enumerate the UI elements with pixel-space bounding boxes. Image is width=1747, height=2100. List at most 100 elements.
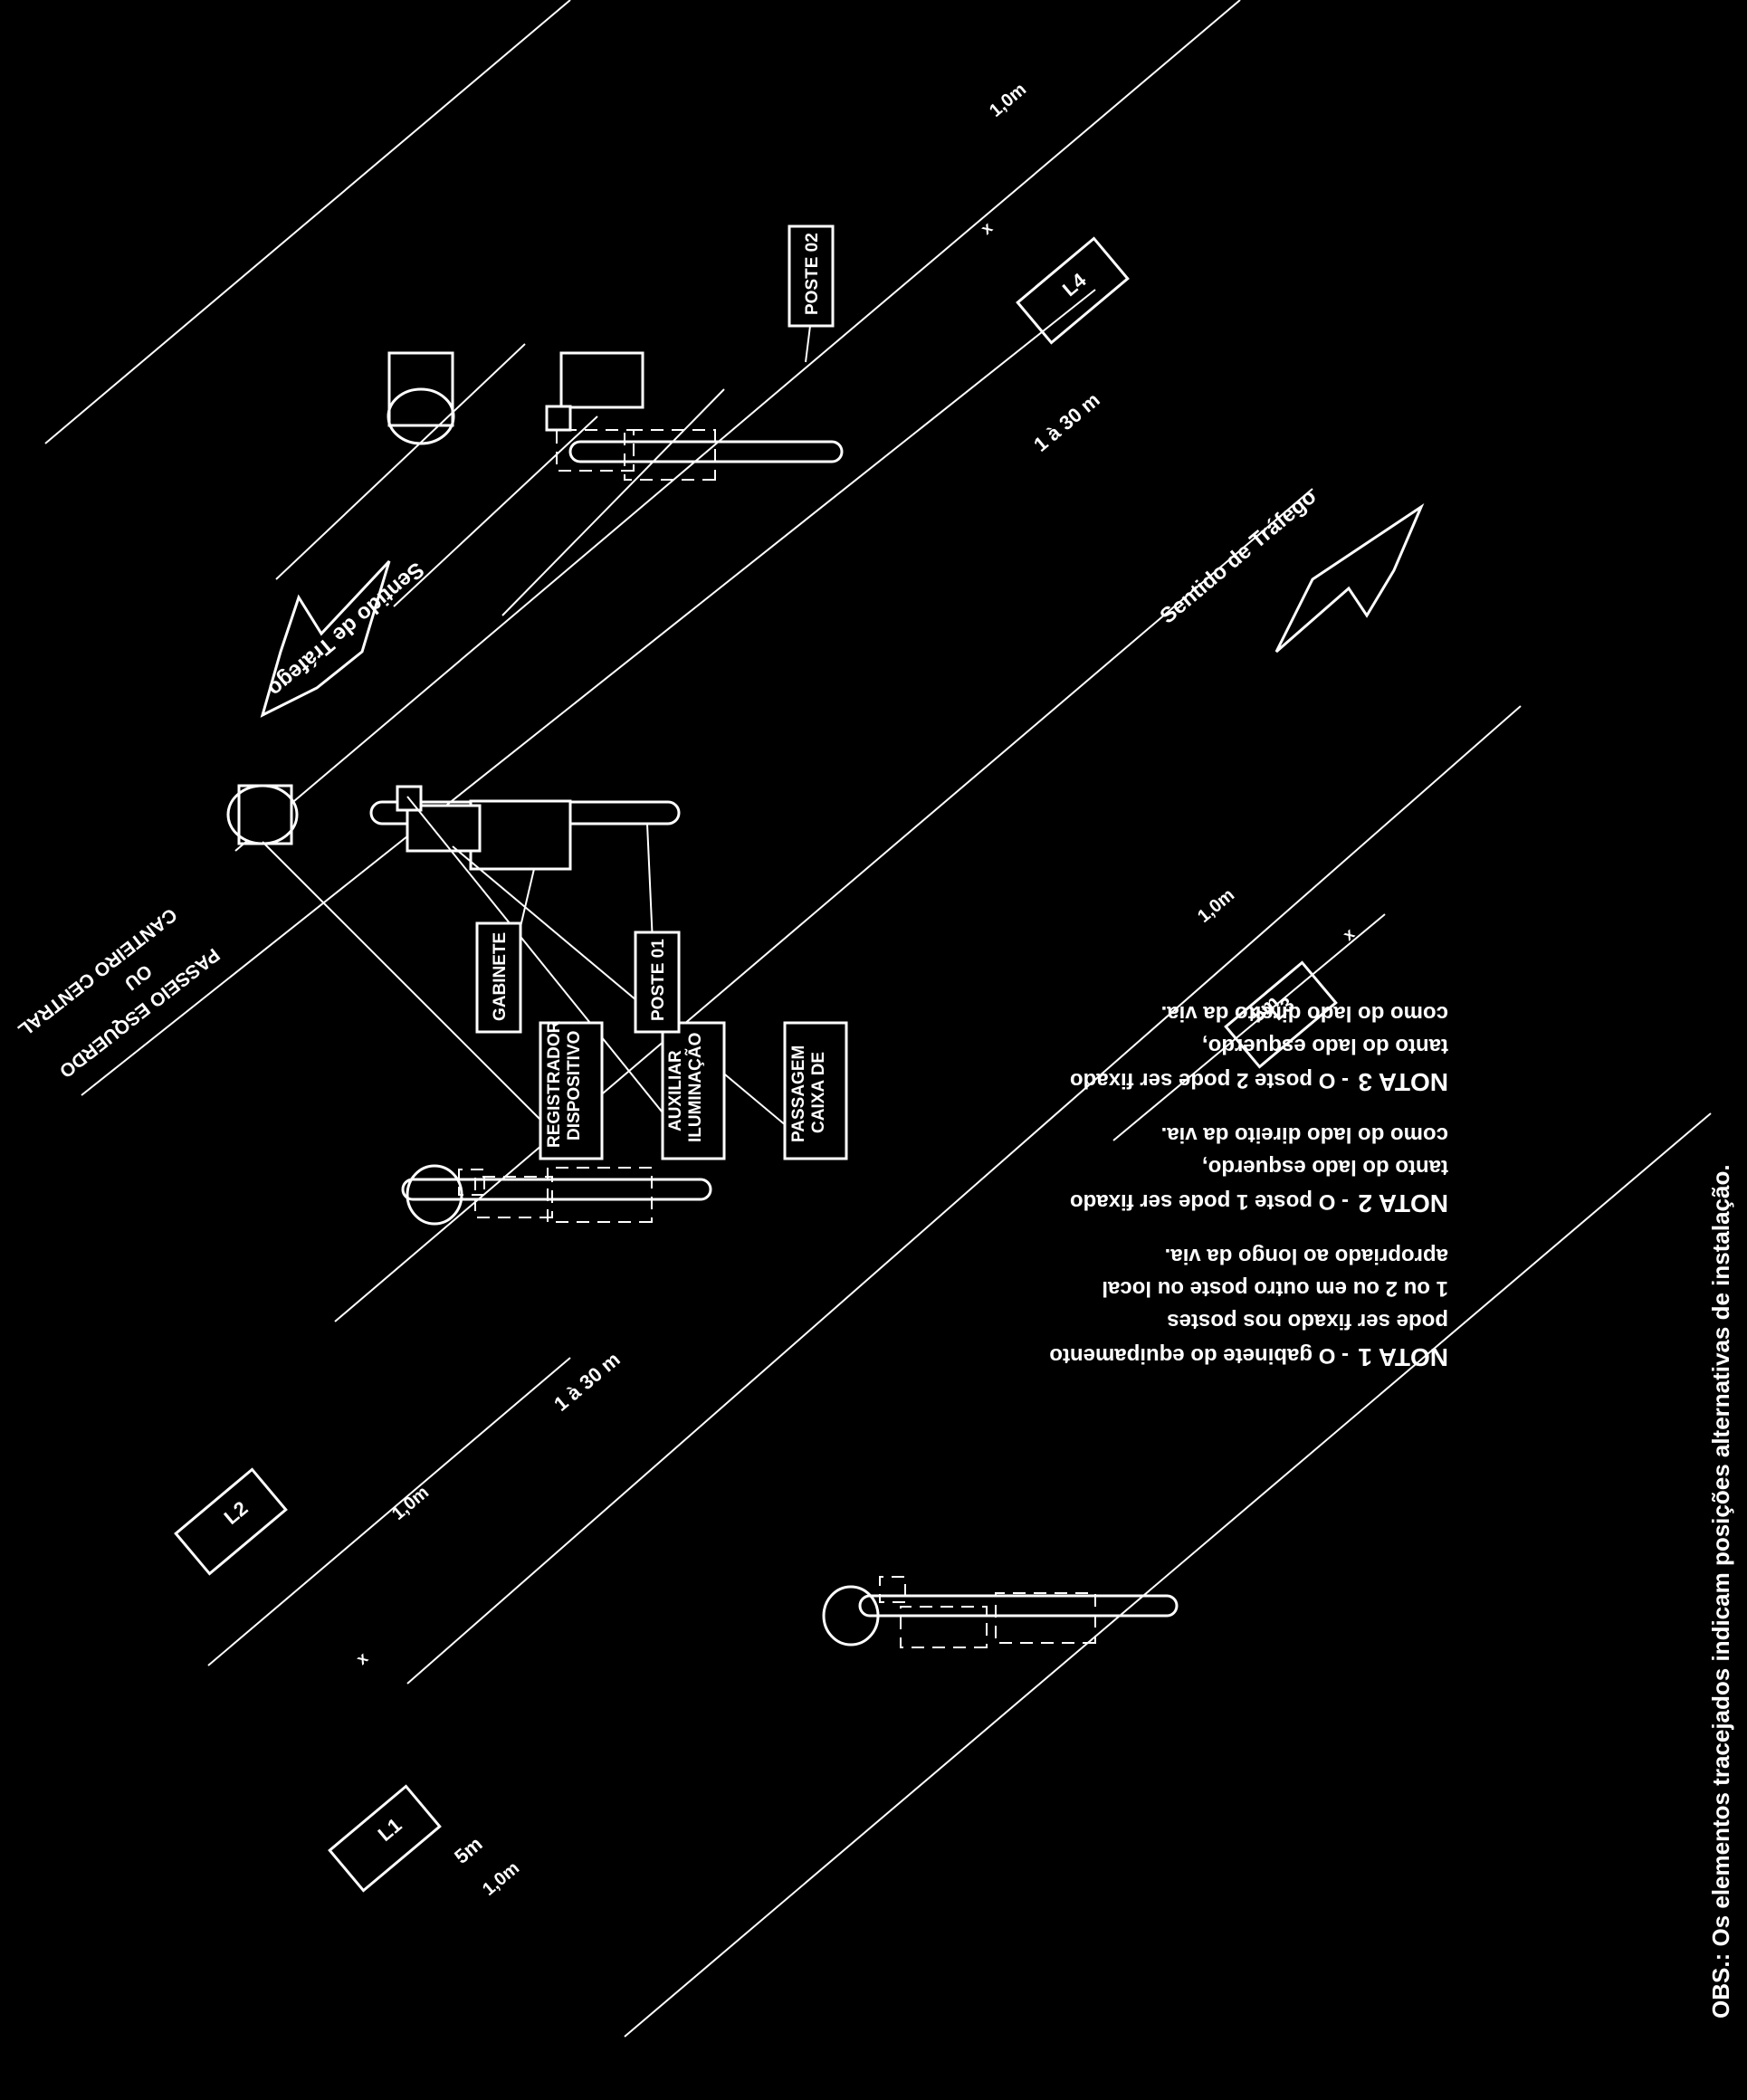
label-poste01-frame: [634, 931, 681, 1034]
sidewalk-line: [44, 0, 571, 444]
nota-3: NOTA 3 - O poste 2 pode ser fixado tanto…: [1070, 1001, 1448, 1096]
dimension-group-b: L1 L2 1 à 30 m 5m x 1,0m 1,0m: [174, 1348, 625, 1900]
obs-note: OBS.: Os elementos tracejados indicam po…: [1707, 1164, 1734, 2019]
nota-2-line3: como do lado direito da via.: [1161, 1122, 1448, 1147]
dim-range-line-b: [207, 1357, 571, 1666]
dim-x-label-b: x: [353, 1648, 372, 1668]
nota-2-line2: tanto do lado esquerdo,: [1202, 1155, 1448, 1179]
label-iluminacao-line2: AUXILIAR: [666, 1050, 685, 1131]
dim-x-label-a2: x: [978, 218, 997, 238]
label-gabinete: GABINETE: [475, 921, 522, 1034]
nota-1-line2: pode ser fixado nos postes: [1167, 1309, 1448, 1333]
post-upper-left-light-alt: [879, 1576, 906, 1603]
post-02-light: [545, 405, 572, 432]
nota-2: NOTA 2 - O poste 1 pode ser fixado tanto…: [1070, 1122, 1448, 1217]
post-02-assembly: [387, 351, 844, 481]
label-poste01-text: POSTE 01: [649, 939, 668, 1021]
label-gabinete-text: GABINETE: [491, 932, 510, 1021]
traffic-label-upper: Sentido de Tráfego: [1156, 484, 1322, 629]
dim-1m-label-a2: 1,0m: [986, 80, 1030, 121]
gabinete-box: [469, 799, 572, 871]
nota-1-line3: 1 ou 2 ou em outro poste ou local: [1102, 1276, 1448, 1301]
label-caixa-line1: CAIXA DE: [809, 1052, 828, 1133]
label-gabinete-frame: [475, 921, 522, 1034]
post-02-pole: [568, 440, 844, 463]
leader-iluminacao-2: [393, 415, 598, 607]
traffic-arrow-lower: Sentido de Tráfego: [260, 557, 428, 718]
post-lower-right-box-alt: [474, 1176, 553, 1218]
label-passeio: PASSEIO ESQUERDO OU CANTEIRO CENTRAL: [14, 903, 224, 1082]
nota-1-title: NOTA 1: [1358, 1343, 1448, 1371]
dim-range-label-a: 1 à 30 m: [1029, 388, 1104, 456]
dim-1m-label-a: 1,0m: [1194, 885, 1238, 927]
post-upper-left-box-alt: [900, 1606, 988, 1648]
leader-caixa-2: [501, 388, 725, 616]
label-poste02-text: POSTE 02: [803, 233, 822, 315]
loop-l3-rect: [1224, 960, 1338, 1069]
label-poste02: POSTE 02: [788, 224, 835, 328]
notes-block: NOTA 1 - O gabinete do equipamento pode …: [1049, 1001, 1448, 1371]
label-dispositivo-line1: DISPOSITIVO: [565, 1031, 584, 1141]
nota-3-line3: como do lado direito da via.: [1161, 1001, 1448, 1026]
traffic-arrow-upper-shape: [1274, 502, 1425, 654]
road-lane-line-3: [81, 289, 1096, 1096]
post-upper-left-cabinet-alt: [995, 1592, 1096, 1644]
dim-1m-label-b2: 1,0m: [479, 1858, 523, 1900]
leader-iluminacao: [406, 796, 693, 1150]
post-upper-left-pole: [858, 1594, 1179, 1618]
dim-5m-line-a: [1112, 913, 1386, 1141]
label-iluminacao: ILUMINAÇÃO AUXILIAR: [661, 1021, 726, 1160]
post-02-box-alt: [556, 429, 635, 472]
road-lane-line-1: [406, 705, 1522, 1685]
loop-l2-rect: [174, 1467, 288, 1576]
post-upper-left: [822, 1576, 1179, 1648]
label-caixa: CAIXA DE PASSAGEM: [783, 1021, 848, 1160]
label-caixa-line2: PASSAGEM: [789, 1045, 808, 1142]
road-lines: [44, 0, 1712, 2038]
leader-dispositivo-2: [275, 343, 526, 580]
post-lower-right-head: [406, 1164, 463, 1226]
label-poste01: POSTE 01: [634, 931, 681, 1034]
nota-3-line1: - O poste 2 pode ser fixado: [1070, 1068, 1349, 1093]
leader-caixa: [452, 845, 816, 1150]
loop-l1-label: L1: [374, 1813, 406, 1846]
label-iluminacao-frame: [661, 1021, 726, 1160]
nota-2-line1: - O poste 1 pode ser fixado: [1070, 1189, 1349, 1214]
dim-x-label-a: x: [1340, 924, 1359, 944]
post-lower-right-light-alt: [458, 1169, 485, 1196]
label-dispositivo-line2: REGISTRADOR: [545, 1020, 564, 1148]
traffic-arrow-lower-shape: [260, 559, 391, 718]
label-passeio-line2: OU: [120, 960, 156, 995]
nota-2-title: NOTA 2: [1358, 1189, 1448, 1217]
loop-l1-rect: [328, 1784, 442, 1893]
post-02-box-solid: [559, 351, 644, 409]
nota-3-title: NOTA 3: [1358, 1068, 1448, 1096]
label-dispositivo-frame: [539, 1021, 604, 1160]
post-02-cabinet-alt: [624, 429, 716, 481]
road-edge-right: [234, 0, 1241, 852]
leader-lines: [262, 289, 816, 1150]
label-passeio-line3: CANTEIRO CENTRAL: [14, 903, 180, 1040]
loop-l2-label: L2: [220, 1496, 253, 1529]
post-lower-right-pole: [401, 1178, 712, 1201]
label-poste02-frame: [788, 224, 835, 328]
label-caixa-frame: [783, 1021, 848, 1160]
post-lower-right-cabinet-alt: [547, 1167, 653, 1223]
nota-1-line4: apropriado ao longo da via.: [1165, 1244, 1448, 1268]
caixa-passagem-box: [406, 804, 482, 853]
label-dispositivo: DISPOSITIVO REGISTRADOR: [539, 1020, 604, 1160]
post-upper-left-head: [822, 1585, 880, 1647]
nota-1: NOTA 1 - O gabinete do equipamento pode …: [1049, 1244, 1448, 1371]
loop-l4-rect: [1016, 236, 1130, 345]
road-edge-left: [624, 1112, 1712, 2038]
dim-5m-label-b: 5m: [450, 1832, 486, 1868]
post-lower-right: [401, 1164, 712, 1226]
dim-range-label-b: 1 à 30 m: [549, 1348, 625, 1416]
label-iluminacao-line1: ILUMINAÇÃO: [685, 1033, 705, 1142]
nota-1-line1: - O gabinete do equipamento: [1049, 1343, 1349, 1368]
leader-dispositivo: [262, 841, 571, 1150]
dim-1m-label-b: 1,0m: [388, 1483, 433, 1524]
